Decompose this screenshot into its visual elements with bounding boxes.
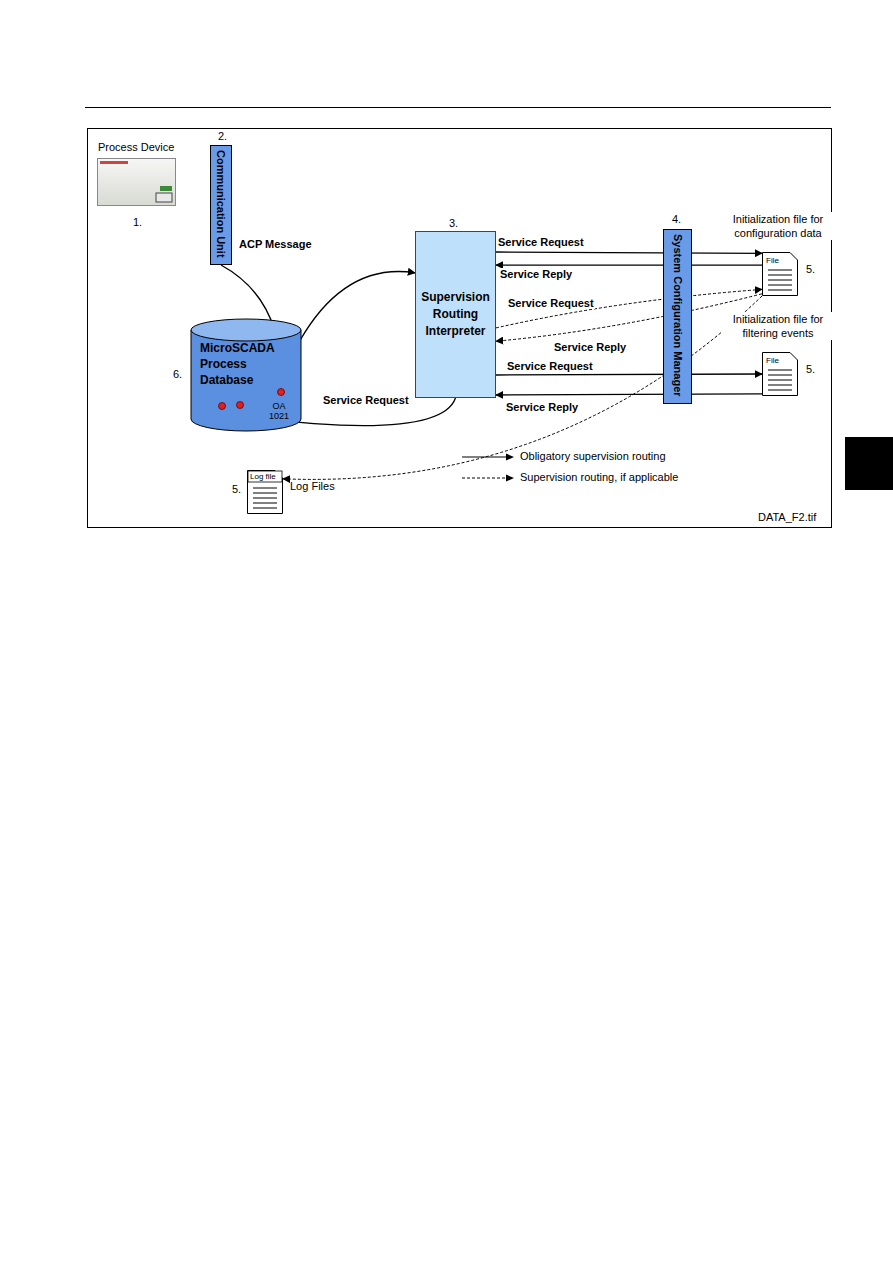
connector-label: Service Reply xyxy=(505,401,579,413)
connector-label: Service Request xyxy=(507,297,595,309)
log-file-icon: Log file xyxy=(247,470,283,514)
callout-number: 2. xyxy=(218,130,227,142)
document-line xyxy=(253,488,277,489)
legend-text: Obligatory supervision routing xyxy=(520,450,666,462)
connector-label: Service Request xyxy=(506,360,594,372)
document-line xyxy=(768,385,792,386)
file-icon: Initialization file for filtering events… xyxy=(762,352,798,396)
box-label: Supervision Routing Interpreter xyxy=(416,289,495,340)
legend-arrowhead xyxy=(506,454,514,461)
device-display xyxy=(160,186,172,191)
database-label: MicroSCADA Process Database xyxy=(200,340,284,388)
object-label: OA 1021 xyxy=(264,401,294,421)
callout-number: 3. xyxy=(449,217,458,229)
device-heading: Process Device xyxy=(98,141,174,153)
device-strip xyxy=(100,161,128,164)
interpreter-box: Supervision Routing Interpreter xyxy=(415,231,496,398)
legend-samples xyxy=(462,454,514,482)
object-dot xyxy=(237,402,244,409)
document-sheet xyxy=(763,353,798,396)
solid-connector xyxy=(496,264,762,265)
object-dot xyxy=(219,403,226,410)
band-label: System Configuration Manager xyxy=(672,230,684,397)
solid-connector xyxy=(496,374,762,375)
figure-filename: DATA_F2.tif xyxy=(758,511,816,523)
legend-text: Supervision routing, if applicable xyxy=(520,471,678,483)
callout-number: 1. xyxy=(133,216,142,228)
database-cylinder: MicroSCADA Process Database OA 1021 xyxy=(190,318,302,432)
database-body xyxy=(191,330,301,431)
legend-solid-line xyxy=(462,456,508,457)
solid-connector xyxy=(300,271,415,340)
document-line xyxy=(253,503,277,504)
document-line xyxy=(768,280,792,281)
document-line xyxy=(253,508,277,509)
callout-number: 6. xyxy=(173,368,182,380)
connector-label: ACP Message xyxy=(238,238,313,250)
document-line xyxy=(768,275,792,276)
document-line xyxy=(253,493,277,494)
connector-label: Service Request xyxy=(322,394,410,406)
document-line xyxy=(768,270,792,271)
document-line xyxy=(253,498,277,499)
file-icon: Initialization file for configuration da… xyxy=(762,252,798,296)
object-dot xyxy=(278,389,285,396)
process-device: Process Device xyxy=(97,158,176,206)
database-top xyxy=(191,319,301,341)
document-line xyxy=(768,390,792,391)
manager-band: System Configuration Manager xyxy=(663,229,692,404)
communication-band: Communication Unit xyxy=(210,145,232,265)
device-illustration xyxy=(98,159,175,205)
document-line xyxy=(768,285,792,286)
document-line xyxy=(768,380,792,381)
callout-number: 5. xyxy=(806,263,815,275)
callout-number: 5. xyxy=(232,483,241,495)
callout-number: 5. xyxy=(806,363,815,375)
document-line xyxy=(768,375,792,376)
chapter-tab xyxy=(845,437,893,490)
file-label: Log file xyxy=(250,472,276,481)
legend-dashed-line xyxy=(462,478,508,479)
document-line xyxy=(768,370,792,371)
figure-frame xyxy=(88,129,832,528)
connector-label: Service Request xyxy=(497,236,585,248)
connector-label: Service Reply xyxy=(553,341,627,353)
header-rule xyxy=(85,107,831,108)
solid-connector xyxy=(496,394,762,395)
callout-number: 4. xyxy=(672,213,681,225)
log-title-box xyxy=(248,471,282,482)
file-heading: Initialization file for filtering events xyxy=(722,312,834,340)
legend-arrowhead xyxy=(506,475,514,482)
device-keypad xyxy=(156,193,172,202)
document-sheet xyxy=(763,253,798,296)
connector-label: Service Reply xyxy=(499,268,573,280)
document-line xyxy=(768,290,792,291)
file-label: File xyxy=(766,356,779,365)
file-heading: Initialization file for configuration da… xyxy=(722,212,834,240)
file-label: File xyxy=(766,256,779,265)
solid-connector xyxy=(496,252,762,253)
document-sheet xyxy=(248,471,283,514)
file-caption: Log Files xyxy=(290,480,335,492)
band-label: Communication Unit xyxy=(215,146,227,258)
